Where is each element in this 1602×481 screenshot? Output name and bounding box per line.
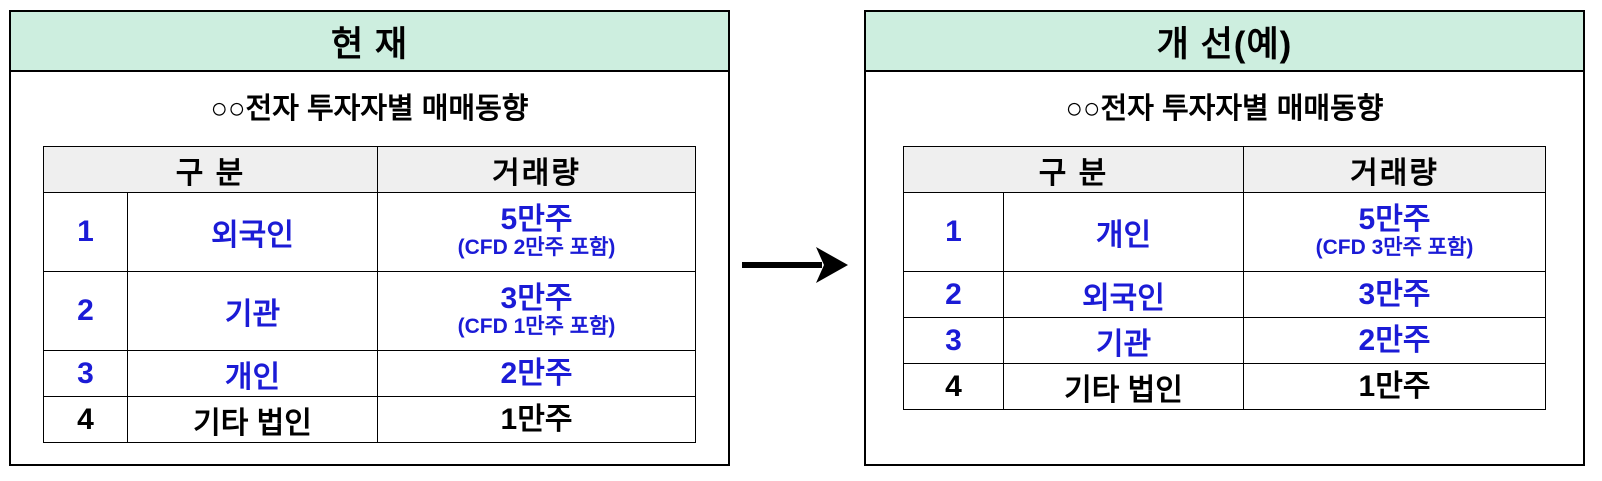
trading-table-current: 구 분 거래량 1 외국인 5만주 (CFD 2만주 포함) 2 (42, 146, 696, 443)
row-category: 외국인 (1002, 271, 1245, 318)
row-category: 개인 (1002, 192, 1245, 272)
row-quantity: 2만주 (1243, 317, 1546, 364)
quantity-value: 3만주 (500, 281, 573, 315)
panel-current-header: 현 재 (11, 12, 728, 72)
quantity-note: (CFD 2만주 포함) (457, 236, 616, 260)
row-category: 외국인 (126, 192, 379, 272)
row-category: 기타 법인 (126, 396, 379, 443)
row-category: 개인 (126, 350, 379, 397)
row-number: 1 (902, 192, 1004, 272)
column-header-category: 구 분 (902, 146, 1245, 193)
column-header-quantity: 거래량 (1243, 146, 1546, 193)
table-row: 3 개인 2만주 (42, 350, 696, 397)
row-number: 4 (42, 396, 128, 443)
table-row: 3 기관 2만주 (902, 317, 1546, 364)
quantity-value: 1만주 (500, 402, 573, 436)
quantity-value: 3만주 (1358, 277, 1431, 311)
row-number: 2 (42, 271, 128, 351)
row-number: 1 (42, 192, 128, 272)
column-header-category: 구 분 (42, 146, 379, 193)
row-quantity: 1만주 (377, 396, 696, 443)
row-category: 기관 (126, 271, 379, 351)
table-row: 2 외국인 3만주 (902, 271, 1546, 318)
table-row: 2 기관 3만주 (CFD 1만주 포함) (42, 271, 696, 351)
row-number: 3 (902, 317, 1004, 364)
panel-improved: 개 선(예) ○○전자 투자자별 매매동향 구 분 거래량 1 개인 (864, 10, 1585, 466)
row-quantity: 5만주 (CFD 2만주 포함) (377, 192, 696, 272)
table-row: 4 기타 법인 1만주 (902, 363, 1546, 410)
quantity-value: 1만주 (1358, 369, 1431, 403)
panel-improved-header: 개 선(예) (866, 12, 1583, 72)
row-number: 3 (42, 350, 128, 397)
panel-improved-body: ○○전자 투자자별 매매동향 구 분 거래량 1 개인 (866, 72, 1583, 464)
panel-current-body: ○○전자 투자자별 매매동향 구 분 거래량 1 외국인 (11, 72, 728, 464)
row-quantity: 1만주 (1243, 363, 1546, 410)
quantity-note: (CFD 3만주 포함) (1315, 236, 1474, 260)
table-row: 1 외국인 5만주 (CFD 2만주 포함) (42, 192, 696, 272)
quantity-value: 2만주 (1358, 323, 1431, 357)
column-header-quantity: 거래량 (377, 146, 696, 193)
panel-improved-subtitle: ○○전자 투자자별 매매동향 (1065, 93, 1384, 125)
panel-current-subtitle: ○○전자 투자자별 매매동향 (210, 93, 529, 125)
row-category: 기관 (1002, 317, 1245, 364)
quantity-value: 2만주 (500, 356, 573, 390)
panel-current: 현 재 ○○전자 투자자별 매매동향 구 분 거래량 1 외국인 (9, 10, 730, 466)
quantity-value: 5만주 (500, 202, 573, 236)
row-number: 4 (902, 363, 1004, 410)
quantity-note: (CFD 1만주 포함) (457, 315, 616, 339)
table-row: 4 기타 법인 1만주 (42, 396, 696, 443)
row-number: 2 (902, 271, 1004, 318)
row-quantity: 3만주 (CFD 1만주 포함) (377, 271, 696, 351)
row-quantity: 2만주 (377, 350, 696, 397)
trading-table-improved: 구 분 거래량 1 개인 5만주 (CFD 3만주 포함) 2 (902, 146, 1546, 410)
right-arrow-icon (740, 243, 850, 287)
table-header-row: 구 분 거래량 (42, 146, 696, 193)
table-row: 1 개인 5만주 (CFD 3만주 포함) (902, 192, 1546, 272)
row-category: 기타 법인 (1002, 363, 1245, 410)
table-header-row: 구 분 거래량 (902, 146, 1546, 193)
quantity-value: 5만주 (1358, 202, 1431, 236)
row-quantity: 3만주 (1243, 271, 1546, 318)
row-quantity: 5만주 (CFD 3만주 포함) (1243, 192, 1546, 272)
